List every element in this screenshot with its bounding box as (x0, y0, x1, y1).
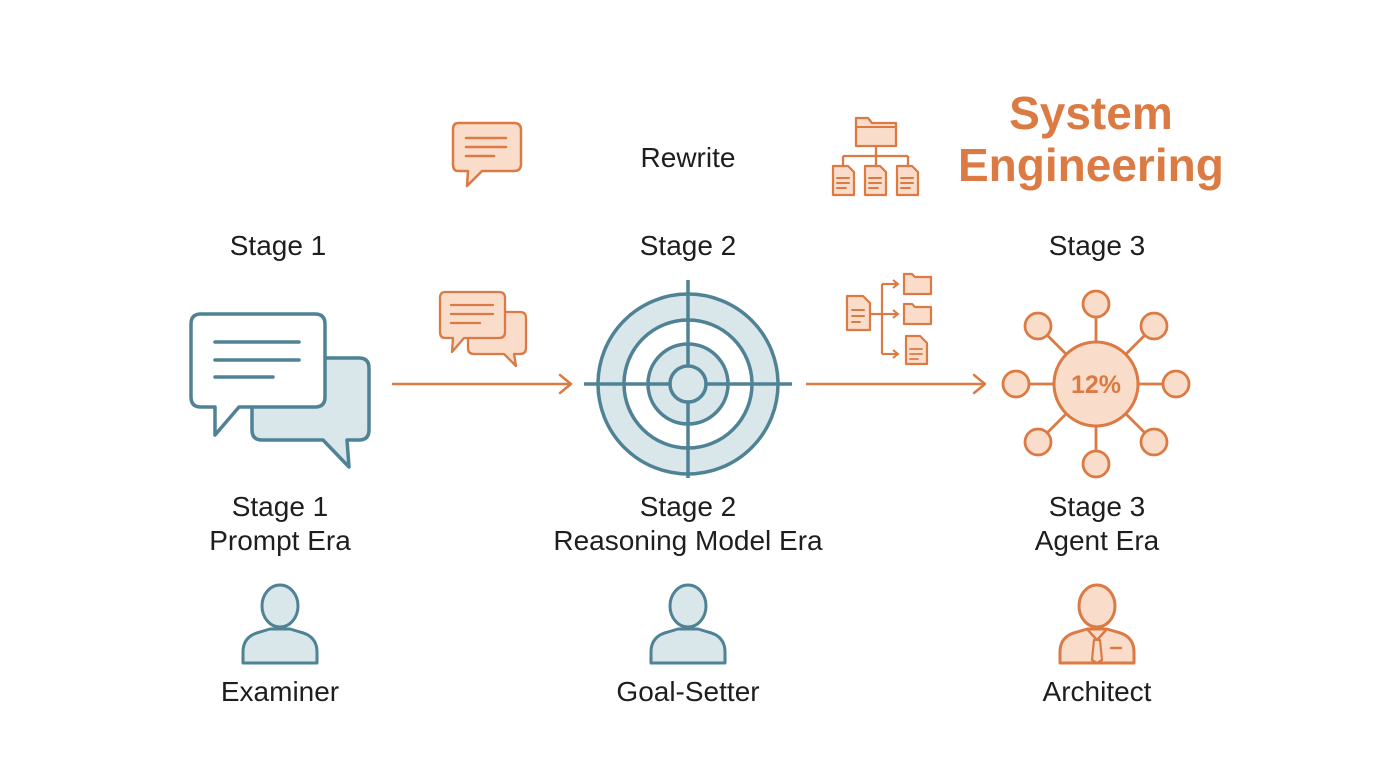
arrow-right-icon (392, 373, 573, 395)
person-tie-icon (1058, 583, 1136, 665)
stage-3-label: Stage 3 (1048, 230, 1146, 261)
message-icon (451, 121, 523, 188)
folder-hierarchy-icon (831, 116, 920, 197)
role-label: Goal-Setter (616, 676, 760, 707)
role-label: Architect (1042, 676, 1152, 707)
stage-1-caption: Stage 1 Prompt Era (209, 490, 351, 557)
caption-era: Prompt Era (209, 524, 351, 556)
system-engineering-heading: System Engineering (958, 87, 1224, 191)
stage-2-label: Stage 2 (639, 230, 737, 261)
caption-era: Agent Era (1034, 524, 1160, 556)
role-label: Examiner (220, 676, 340, 707)
hub-value: 12% (1071, 371, 1121, 399)
caption-stage: Stage 2 (639, 491, 737, 522)
chat-pair-icon (438, 290, 528, 368)
network-hub-icon: 12% (1001, 289, 1191, 479)
heading-line-1: System (1009, 87, 1173, 139)
stage-1-label: Stage 1 (229, 230, 327, 261)
caption-stage: Stage 1 (231, 491, 329, 522)
caption-stage: Stage 3 (1048, 491, 1146, 522)
caption-era: Reasoning Model Era (553, 524, 823, 556)
person-icon (241, 583, 319, 665)
heading-line-2: Engineering (958, 138, 1224, 191)
arrow-right-icon (806, 373, 987, 395)
document-branch-icon (845, 272, 933, 366)
chat-bubbles-icon (189, 312, 371, 469)
stage-3-caption: Stage 3 Agent Era (1035, 490, 1160, 557)
stage-2-caption: Stage 2 Reasoning Model Era (553, 490, 822, 557)
person-icon (649, 583, 727, 665)
rewrite-label: Rewrite (640, 142, 736, 173)
target-icon (584, 280, 792, 478)
